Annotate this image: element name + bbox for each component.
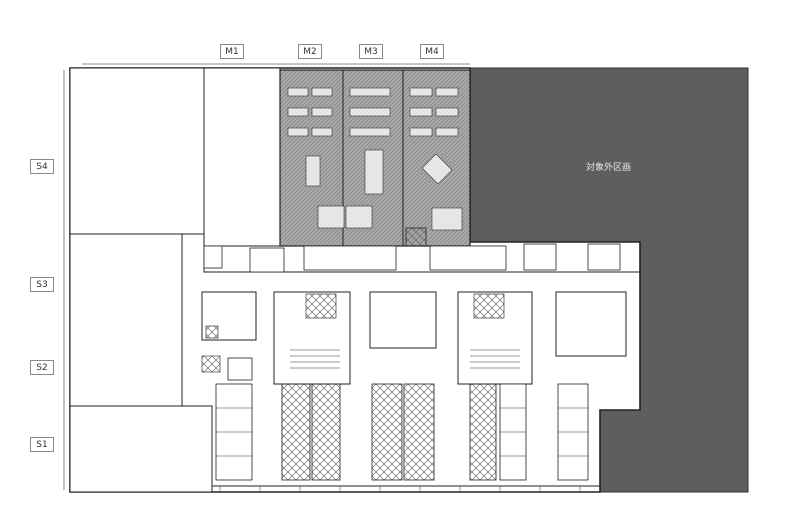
grid-label-m3: M3 — [359, 44, 383, 59]
room-m1 — [203, 67, 281, 247]
grid-label-s4: S4 — [30, 159, 54, 174]
room-left-mid — [69, 233, 183, 407]
grid-label-s3: S3 — [30, 277, 54, 292]
core-room-east — [555, 291, 627, 357]
room-left-north — [69, 67, 205, 235]
grid-label-m2: M2 — [298, 44, 322, 59]
grid-label-s2: S2 — [30, 360, 54, 375]
grid-label-m4: M4 — [420, 44, 444, 59]
core-block-center — [369, 291, 437, 349]
grid-label-s1: S1 — [30, 437, 54, 452]
grid-label-m1: M1 — [220, 44, 244, 59]
excluded-area-label: 対象外区画 — [586, 163, 632, 173]
room-left-south — [69, 405, 213, 493]
